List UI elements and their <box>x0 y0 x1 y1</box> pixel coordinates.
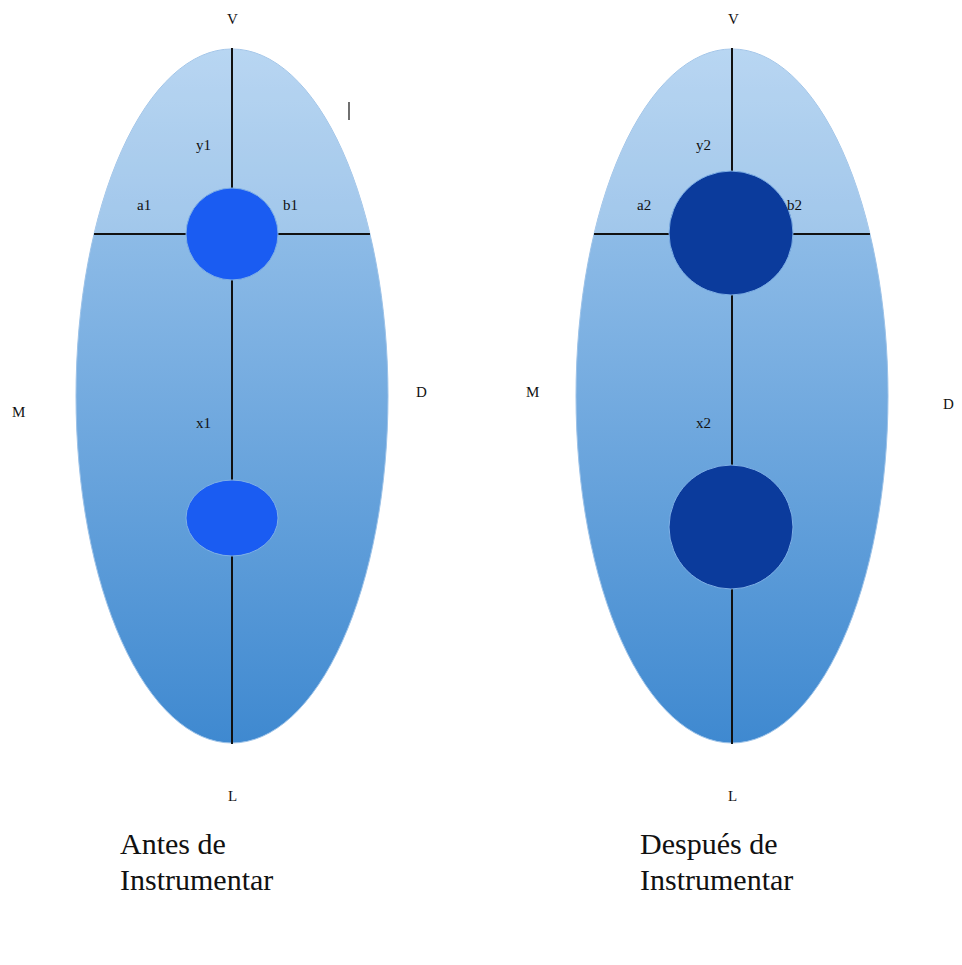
caption: Después de Instrumentar <box>640 826 840 898</box>
measure-label: b2 <box>787 197 802 214</box>
surface-letter: M <box>526 384 539 401</box>
surface-letter: V <box>227 11 238 28</box>
surface-letter: L <box>728 788 737 805</box>
stray-mark <box>348 102 349 120</box>
measure-label: x2 <box>696 415 711 432</box>
measure-label: a1 <box>137 197 151 214</box>
measure-label: y2 <box>696 137 711 154</box>
measure-label: x1 <box>196 415 211 432</box>
surface-letter: L <box>228 788 237 805</box>
measure-label: a2 <box>637 197 651 214</box>
caption: Antes de Instrumentar <box>120 826 320 898</box>
canal-outline <box>75 47 390 745</box>
surface-letter: V <box>728 11 739 28</box>
surface-letter: D <box>943 396 954 413</box>
root-canal-section: y1 a1 b1 x1 <box>75 47 390 745</box>
surface-letter: D <box>416 384 427 401</box>
measure-label: b1 <box>283 197 298 214</box>
root-canal-section: y2 a2 b2 x2 <box>575 47 890 745</box>
measure-label: y1 <box>196 137 211 154</box>
surface-letter: M <box>12 404 25 421</box>
canal-outline <box>575 47 890 745</box>
